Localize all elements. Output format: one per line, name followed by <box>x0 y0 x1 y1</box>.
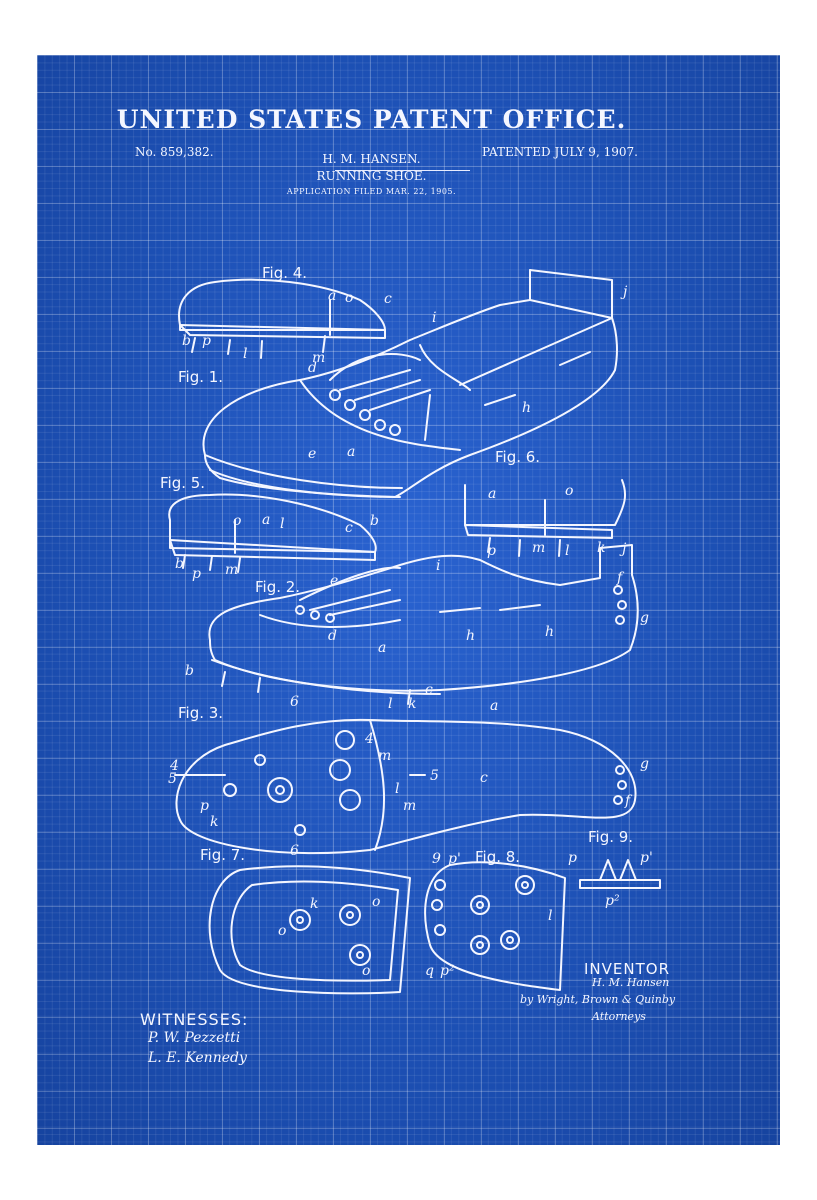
inventor-signature: H. M. Hansen <box>592 976 669 989</box>
svg-text:k: k <box>310 896 318 912</box>
svg-text:o: o <box>565 483 573 499</box>
svg-text:o: o <box>278 923 286 939</box>
svg-text:6: 6 <box>290 843 299 859</box>
svg-text:9: 9 <box>432 851 441 867</box>
fig7-toe-plate <box>210 866 410 993</box>
svg-text:a: a <box>378 640 386 656</box>
svg-text:i: i <box>436 558 440 574</box>
svg-text:k: k <box>408 696 416 712</box>
fig2-shoe-side-view <box>209 545 637 704</box>
svg-text:b: b <box>182 333 191 349</box>
svg-text:p': p' <box>448 851 461 867</box>
svg-text:f: f <box>616 570 625 586</box>
svg-text:p²: p² <box>605 893 620 909</box>
svg-text:l: l <box>280 516 284 532</box>
svg-text:b: b <box>175 556 184 572</box>
fig4-label: Fig. 4. <box>262 264 307 282</box>
fig8-label: Fig. 8. <box>475 848 520 866</box>
svg-text:p: p <box>568 850 577 866</box>
svg-text:o: o <box>362 963 370 979</box>
fig6-label: Fig. 6. <box>495 448 540 466</box>
svg-text:p: p <box>200 798 209 814</box>
svg-text:l: l <box>243 346 247 362</box>
svg-text:j: j <box>619 541 627 557</box>
svg-text:p': p' <box>640 850 653 866</box>
svg-text:m: m <box>378 748 391 764</box>
fig3-label: Fig. 3. <box>178 704 223 722</box>
attorneys-signature: by Wright, Brown & Quinby <box>520 993 675 1006</box>
witness-signature-2: L. E. Kennedy <box>148 1050 247 1066</box>
svg-text:d: d <box>328 628 337 644</box>
attorneys-label: Attorneys <box>592 1010 646 1023</box>
svg-text:4: 4 <box>364 731 374 747</box>
svg-text:l: l <box>548 908 552 924</box>
svg-text:h: h <box>522 400 531 416</box>
svg-text:o: o <box>372 894 380 910</box>
svg-text:b: b <box>370 513 379 529</box>
witnesses-label: WITNESSES: <box>140 1010 248 1029</box>
svg-text:j: j <box>620 284 628 300</box>
svg-text:a: a <box>347 444 355 460</box>
svg-text:d: d <box>308 360 317 376</box>
svg-text:b: b <box>185 663 194 679</box>
reference-letters: bp lm ao c ij dh ea ao pm lk oa lc b bp … <box>168 284 653 979</box>
svg-text:l: l <box>395 781 399 797</box>
svg-text:m: m <box>403 798 416 814</box>
svg-text:e: e <box>308 446 316 462</box>
fig7-label: Fig. 7. <box>200 846 245 864</box>
svg-text:h: h <box>545 624 554 640</box>
svg-text:c: c <box>480 770 488 786</box>
svg-text:c: c <box>425 682 433 698</box>
svg-text:a: a <box>262 512 270 528</box>
svg-text:o: o <box>345 290 353 306</box>
svg-text:k: k <box>210 814 218 830</box>
svg-text:6: 6 <box>290 694 299 710</box>
svg-text:g: g <box>640 610 649 626</box>
svg-text:m: m <box>532 540 545 556</box>
svg-text:e: e <box>330 573 338 589</box>
svg-text:p: p <box>202 333 211 349</box>
svg-text:a: a <box>490 698 498 714</box>
svg-text:g: g <box>640 756 649 772</box>
svg-text:o: o <box>233 513 241 529</box>
patented-date: PATENTED JULY 9, 1907. <box>482 145 638 159</box>
svg-text:i: i <box>432 310 436 326</box>
patent-office-heading: UNITED STATES PATENT OFFICE. <box>0 105 743 134</box>
svg-text:5: 5 <box>168 771 177 787</box>
svg-text:5: 5 <box>430 768 439 784</box>
witness-signature-1: P. W. Pezzetti <box>148 1030 240 1046</box>
fig1-shoe-side-view <box>203 270 616 497</box>
svg-text:a: a <box>328 288 336 304</box>
svg-text:p²: p² <box>440 963 455 979</box>
svg-text:h: h <box>466 628 475 644</box>
svg-text:q: q <box>425 963 434 979</box>
svg-text:c: c <box>384 291 392 307</box>
svg-text:p: p <box>192 566 201 582</box>
svg-text:m: m <box>225 562 238 578</box>
fig1-label: Fig. 1. <box>178 368 223 386</box>
patent-title: RUNNING SHOE. <box>0 169 743 183</box>
svg-text:a: a <box>488 486 496 502</box>
svg-text:k: k <box>597 540 605 556</box>
fig2-label: Fig. 2. <box>255 578 300 596</box>
fig9-label: Fig. 9. <box>588 828 633 846</box>
svg-text:l: l <box>388 696 392 712</box>
svg-text:p: p <box>487 543 496 559</box>
svg-text:l: l <box>565 543 569 559</box>
svg-text:c: c <box>345 520 353 536</box>
filing-date: APPLICATION FILED MAR. 22, 1905. <box>0 187 743 196</box>
fig5-label: Fig. 5. <box>160 474 205 492</box>
fig3-sole-bottom-view <box>175 720 636 853</box>
